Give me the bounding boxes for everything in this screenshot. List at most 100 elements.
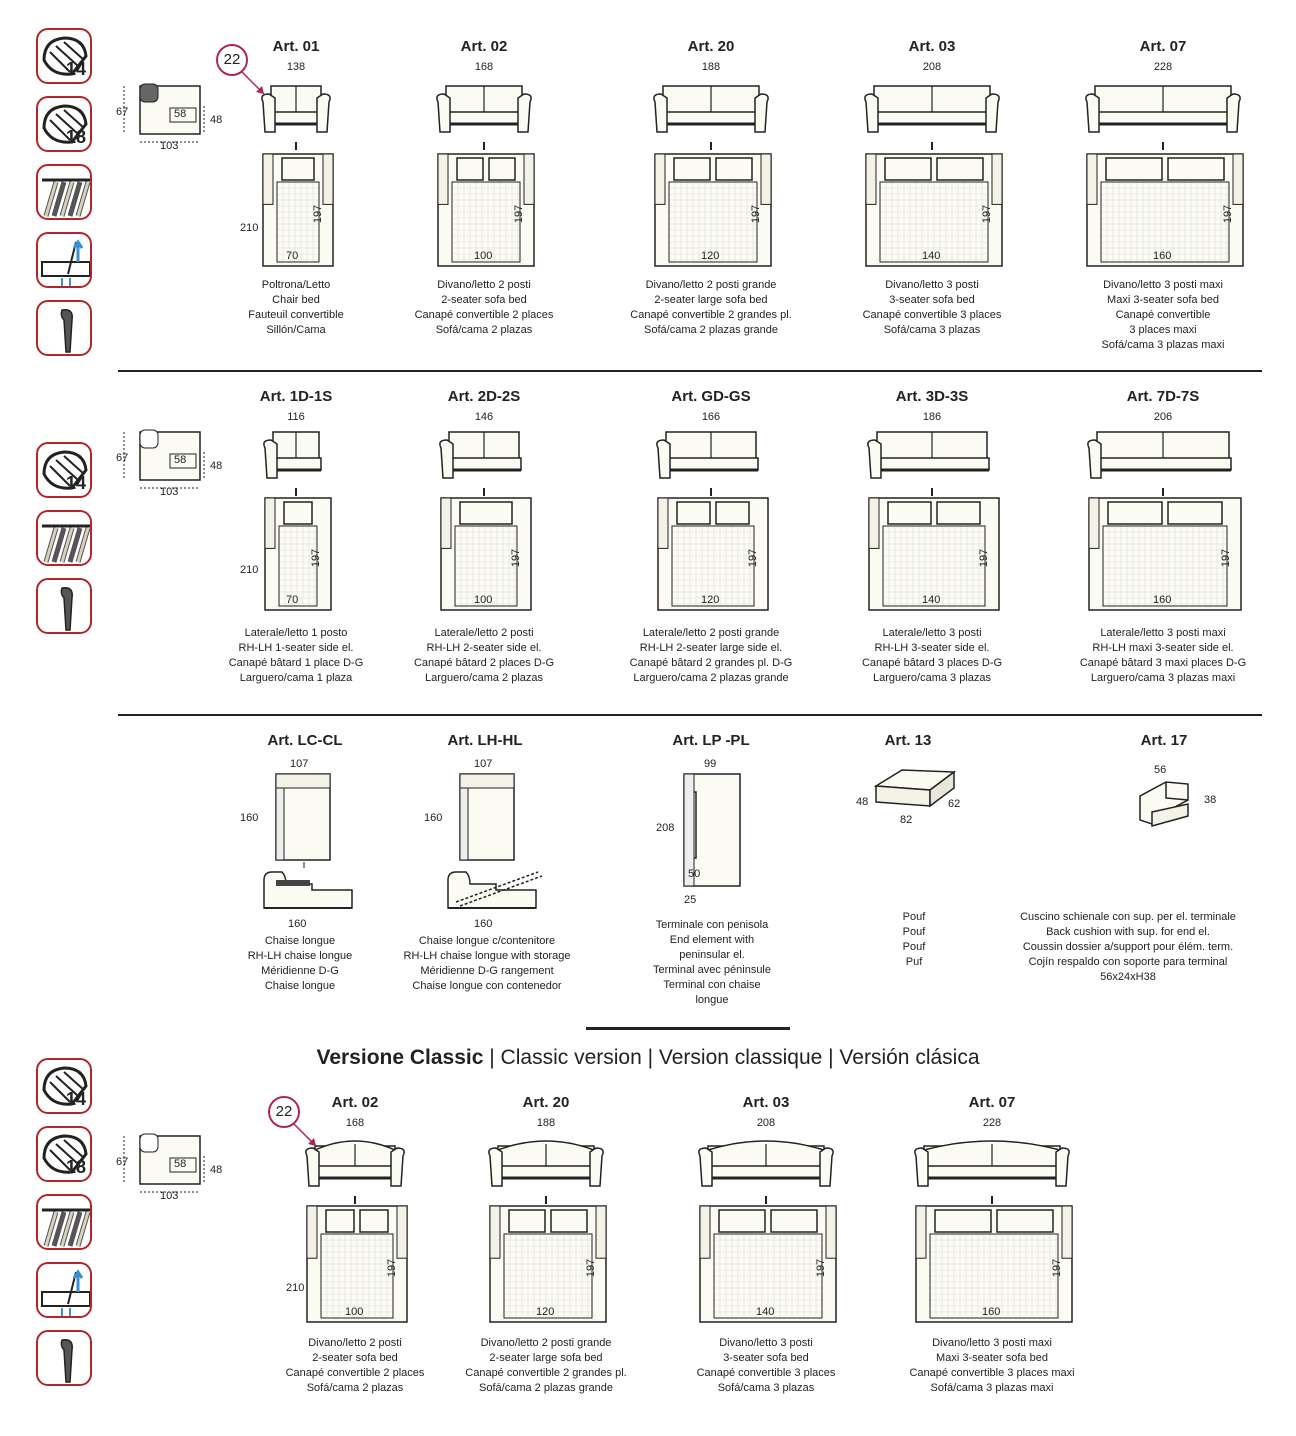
product-description: Cuscino schienale con sup. per el. termi… — [996, 910, 1260, 985]
product-code: Art. 01 — [272, 38, 320, 55]
desc-line: Canapé bâtard 2 grandes pl. D-G — [629, 657, 793, 669]
side-height-label: 67 — [116, 106, 129, 118]
sofa-front-drawing — [439, 431, 522, 479]
desc-line: Cojín respaldo con soporte para terminal — [1028, 956, 1228, 968]
desc-line: Laterale/letto 2 posti — [434, 627, 534, 639]
sofa-width-label: 166 — [701, 411, 721, 423]
desc-line: Laterale/letto 3 posti — [882, 627, 982, 639]
desc-line: Chaise longue — [264, 980, 336, 992]
product-code: Art. GD-GS — [671, 388, 751, 405]
bed-width-label: 160 — [1153, 594, 1172, 606]
desc-line: RH-LH 1-seater side el. — [238, 642, 354, 654]
product-art-lp-pl: Art. LP -PL — [636, 732, 786, 749]
bed-length-label: 210 — [240, 564, 259, 576]
pouf-height-label: 48 — [856, 796, 869, 808]
bed-open-plan-drawing — [264, 497, 332, 611]
cushion-depth-label: 38 — [1204, 794, 1217, 806]
sofa-width-label: 188 — [701, 61, 721, 73]
desc-line: Divano/letto 2 posti grande — [645, 279, 777, 291]
open-arrow-icon — [545, 1196, 547, 1204]
sofa-width-label: 228 — [1153, 61, 1173, 73]
sofa-front-drawing — [305, 1140, 405, 1187]
product-description: Pouf Pouf Pouf Puf — [880, 910, 948, 970]
bed-width-label: 160 — [982, 1306, 1001, 1318]
desc-line: Divano/letto 2 posti grande — [480, 1337, 612, 1349]
desc-line: Canapé bâtard 2 places D-G — [413, 657, 555, 669]
mattress-length-label: 197 — [1051, 1258, 1064, 1278]
desc-line: Maxi 3-seater sofa bed — [1107, 294, 1219, 306]
bed-open-plan-drawing — [915, 1205, 1073, 1323]
sofa-front-drawing — [436, 85, 532, 133]
desc-line: Pouf — [902, 926, 926, 938]
width-label: 99 — [704, 758, 717, 770]
desc-line: Poltrona/Letto — [261, 279, 331, 291]
sofa-front-drawing — [914, 1140, 1070, 1187]
desc-line: Terminal con chaise — [663, 979, 761, 991]
side-inner-label: 58 — [174, 1158, 187, 1170]
bed-open-plan-drawing — [657, 497, 769, 611]
desc-line: Puf — [905, 956, 923, 968]
seat-foam-18-icon: 18 — [36, 1126, 92, 1182]
desc-line: Laterale/letto 2 posti grande — [642, 627, 780, 639]
feature-icons-classic: 14 18 — [36, 1058, 92, 1386]
desc-line: Maxi 3-seater sofa bed — [936, 1352, 1048, 1364]
product-code: Art. 7D-7S — [1126, 388, 1200, 405]
chaise-longue-storage-drawing — [459, 773, 515, 861]
desc-line: Divano/letto 2 posti — [308, 1337, 402, 1349]
desc-line: Méridienne D-G — [261, 965, 339, 977]
desc-line: Back cushion with sup. for end el. — [1046, 926, 1210, 938]
desc-line: Divano/letto 3 posti — [885, 279, 979, 291]
bed-width-label: 70 — [286, 250, 299, 262]
feature-icons-section1: 14 18 — [36, 28, 92, 356]
desc-line: Larguero/cama 3 plazas maxi — [1090, 672, 1236, 684]
product-code: Art. 3D-3S — [895, 388, 969, 405]
seat-foam-18-icon: 18 — [36, 96, 92, 152]
chaise-longue-drawing — [275, 773, 331, 868]
foot-icon — [36, 578, 92, 634]
open-arrow-icon — [483, 142, 485, 150]
desc-line: Sofá/cama 2 plazas grande — [644, 324, 778, 336]
product-code: Art. 03 — [908, 38, 956, 55]
product-description: Terminale con penisola End element with … — [630, 918, 794, 1008]
desc-line: Canapé convertible — [1115, 309, 1211, 321]
sofa-front-drawing — [656, 431, 759, 479]
product-code: Art. 02 — [331, 1094, 379, 1111]
desc-line: 2-seater sofa bed — [312, 1352, 398, 1364]
bed-open-plan-drawing — [868, 497, 1000, 611]
desc-line: Sofá/cama 3 plazas maxi — [1101, 339, 1225, 351]
sofa-width-label: 188 — [536, 1117, 556, 1129]
mattress-length-label: 197 — [815, 1258, 828, 1278]
bed-mechanism-icon — [36, 232, 92, 288]
open-arrow-icon — [295, 142, 297, 150]
inner-label: 50 — [688, 868, 701, 880]
reference-marker: 22 — [216, 44, 248, 76]
bed-open-plan-drawing — [699, 1205, 837, 1323]
mattress-length-label: 197 — [513, 204, 526, 224]
sofa-front-drawing — [653, 85, 769, 133]
sofa-width-label: 168 — [345, 1117, 365, 1129]
desc-line: Sofá/cama 3 plazas — [883, 324, 981, 336]
open-arrow-icon — [1162, 488, 1164, 496]
sofa-front-drawing — [1087, 431, 1232, 479]
desc-line: Larguero/cama 1 plaza — [239, 672, 353, 684]
sofa-width-label: 116 — [287, 411, 305, 423]
bed-width-label: 160 — [474, 918, 493, 930]
product-code: Art. LH-HL — [447, 732, 523, 749]
mattress-length-label: 197 — [981, 204, 994, 224]
side-profile-section1: 67 48 58 103 — [116, 80, 226, 152]
product-code: Art. 07 — [1139, 38, 1187, 55]
desc-line: longue — [695, 994, 729, 1006]
chaise-longue-storage-side-drawing — [447, 871, 543, 909]
desc-line: RH-LH chaise longue with storage — [403, 950, 571, 962]
product-code: Art. LP -PL — [672, 732, 750, 749]
bed-width-label: 120 — [701, 250, 720, 262]
desc-line: Terminal avec péninsule — [652, 964, 771, 976]
